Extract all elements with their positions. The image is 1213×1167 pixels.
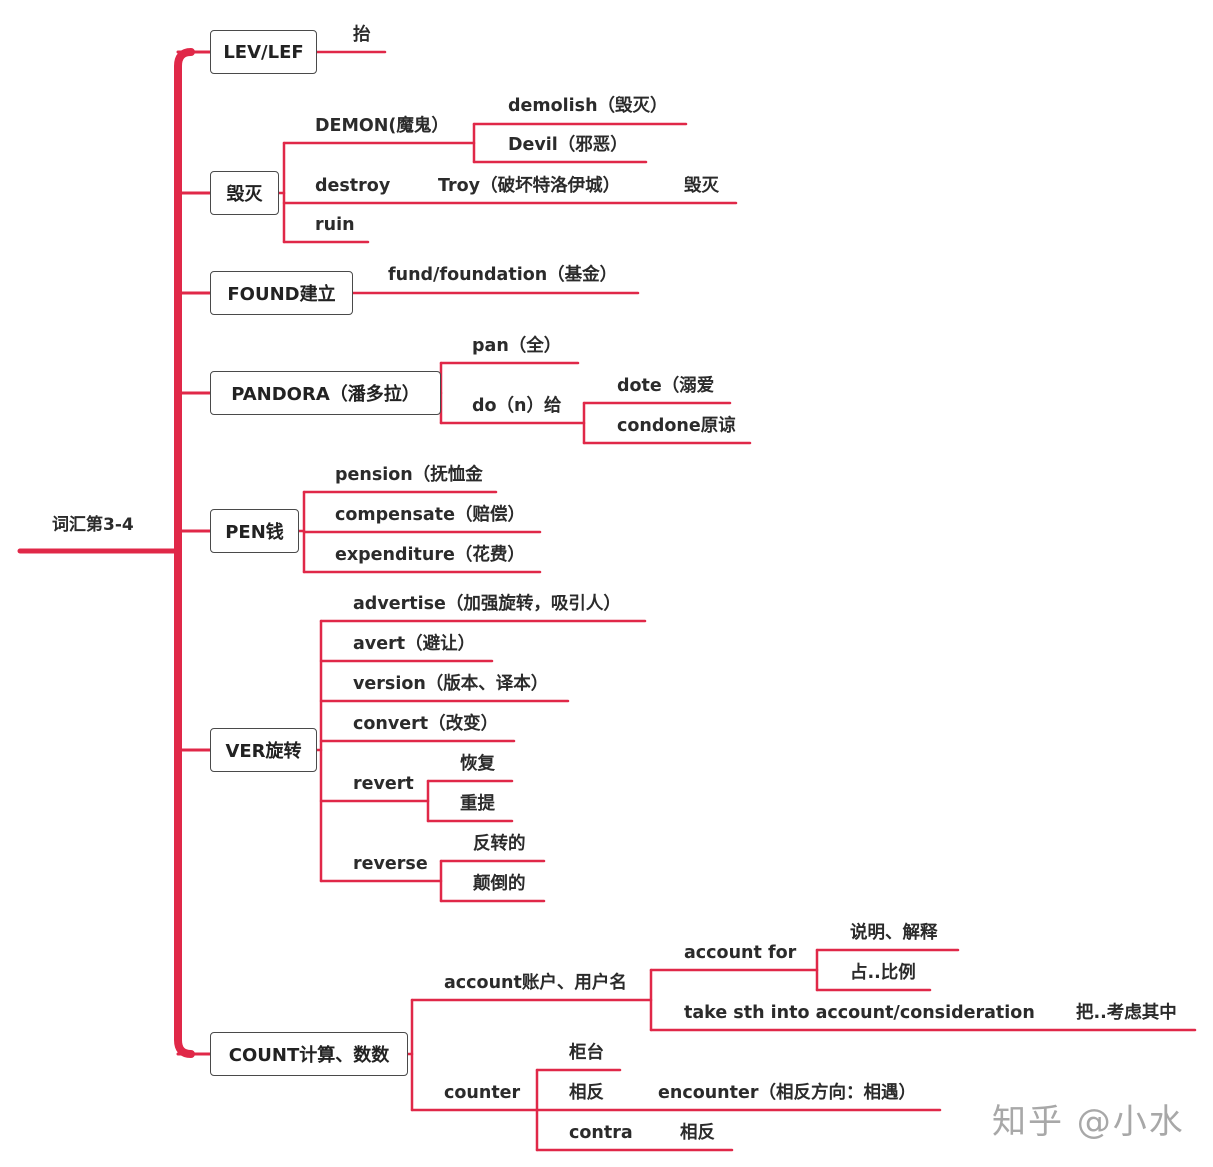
reverse-meaning-1: 反转的 xyxy=(473,834,526,854)
revert-meaning-2: 重提 xyxy=(460,794,495,814)
topic-count[interactable]: COUNT计算、数数 xyxy=(210,1032,408,1076)
watermark: 知乎 @小水 xyxy=(992,1102,1185,1142)
take-into-account-meaning: 把..考虑其中 xyxy=(1076,1003,1177,1023)
pension-node: pension（抚恤金 xyxy=(335,465,483,485)
convert-node: convert（改变） xyxy=(353,714,499,734)
troy-node: Troy（破坏特洛伊城） xyxy=(438,176,621,196)
demolish-node: demolish（毁灭） xyxy=(508,96,668,116)
ruin-node: ruin xyxy=(315,215,355,235)
counter-node: counter xyxy=(444,1083,521,1103)
topic-lev[interactable]: LEV/LEF xyxy=(210,30,317,74)
dote-node: dote（溺爱 xyxy=(617,376,715,396)
topic-pandora[interactable]: PANDORA（潘多拉） xyxy=(210,371,441,415)
root-topic[interactable]: 词汇第3-4 xyxy=(52,515,134,535)
contra-node: contra xyxy=(569,1123,633,1143)
topic-pen[interactable]: PEN钱 xyxy=(210,509,299,553)
devil-node: Devil（邪恶） xyxy=(508,135,628,155)
topic-found[interactable]: FOUND建立 xyxy=(210,271,353,315)
pan-node: pan（全） xyxy=(472,336,562,356)
lev-meaning: 抬 xyxy=(353,25,371,45)
don-node: do（n）给 xyxy=(472,396,562,416)
account-for-meaning-1: 说明、解释 xyxy=(850,923,938,943)
topic-ver[interactable]: VER旋转 xyxy=(210,728,317,772)
counter-meaning-2: 相反 xyxy=(569,1083,604,1103)
avert-node: avert（避让） xyxy=(353,634,476,654)
topic-huimie[interactable]: 毁灭 xyxy=(210,171,279,215)
encounter-node: encounter（相反方向：相遇） xyxy=(658,1083,917,1103)
compensate-node: compensate（赔偿） xyxy=(335,505,525,525)
revert-meaning-1: 恢复 xyxy=(460,754,495,774)
troy-meaning: 毁灭 xyxy=(684,176,719,196)
condone-node: condone原谅 xyxy=(617,416,736,436)
account-for-node: account for xyxy=(684,943,797,963)
contra-meaning: 相反 xyxy=(680,1123,715,1143)
reverse-meaning-2: 颠倒的 xyxy=(473,874,526,894)
advertise-node: advertise（加强旋转，吸引人） xyxy=(353,594,621,614)
expenditure-node: expenditure（花费） xyxy=(335,545,525,565)
reverse-node: reverse xyxy=(353,854,428,874)
demon-node: DEMON(魔鬼） xyxy=(315,116,449,136)
version-node: version（版本、译本） xyxy=(353,674,549,694)
fund-node: fund/foundation（基金） xyxy=(388,265,618,285)
account-for-meaning-2: 占..比例 xyxy=(850,963,916,983)
counter-meaning-1: 柜台 xyxy=(569,1043,604,1063)
take-into-account-node: take sth into account/consideration xyxy=(684,1003,1035,1023)
destroy-node: destroy xyxy=(315,176,391,196)
revert-node: revert xyxy=(353,774,414,794)
account-node: account账户、用户名 xyxy=(444,973,627,993)
